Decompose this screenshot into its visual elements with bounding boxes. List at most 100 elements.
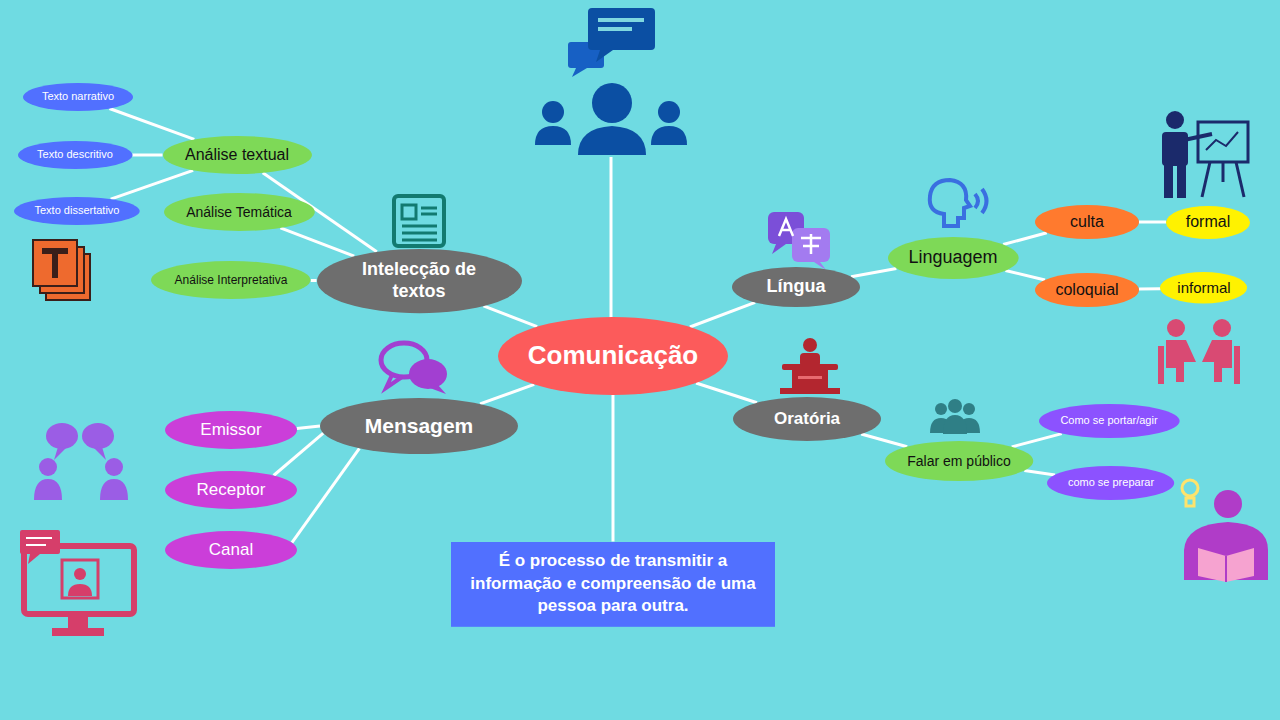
connector-line: [1003, 233, 1047, 245]
reader-icon: [1184, 490, 1268, 582]
monitor-icon-part: [28, 554, 40, 564]
node-label: coloquial: [1055, 280, 1118, 299]
lightbulb-icon-part: [1182, 480, 1198, 496]
icon-leader: [610, 157, 613, 320]
ellipse-fill: [18, 141, 132, 169]
connector-line: [132, 154, 162, 157]
subtopic-ellipse: Análise Interpretativa: [151, 261, 311, 299]
podium-icon-part: [798, 376, 822, 379]
monitor-icon-part: [20, 530, 60, 554]
conversation-seated-icon-part: [1202, 340, 1232, 382]
audience-icon-part: [935, 403, 947, 415]
conversation-seated-icon-part: [1167, 319, 1185, 337]
connector-line: [851, 268, 896, 276]
conversation-seated-icon-part: [1166, 340, 1196, 382]
translate-icon: [768, 212, 830, 270]
presenter-icon-part: [1184, 134, 1212, 140]
ellipse-fill: [165, 471, 297, 509]
communication-icon-part: [651, 126, 687, 145]
audience-icon: [930, 399, 980, 434]
monitor-icon-part: [24, 546, 134, 614]
audience-icon-part: [943, 415, 967, 434]
communication-icon-part: [572, 68, 587, 77]
leaf-ellipse: Texto descritivo: [18, 141, 132, 169]
leaf-ellipse: Canal: [165, 531, 297, 569]
monitor-icon-part: [52, 628, 104, 636]
presenter-icon-part: [1162, 132, 1188, 166]
communication-icon-part: [578, 126, 646, 155]
message-bubbles-icon-part: [386, 375, 402, 388]
connector-line: [861, 434, 907, 447]
branch-topic: Língua: [732, 267, 860, 307]
document-icon-part: [402, 205, 416, 219]
translate-icon-part: [772, 244, 786, 254]
connector-line: [1012, 434, 1062, 447]
dialogue-icon-part: [105, 458, 123, 476]
node-label: Receptor: [197, 480, 266, 500]
translate-icon-part: [792, 228, 830, 262]
presenter-icon-part: [1166, 111, 1184, 129]
audience-icon-part: [948, 399, 962, 413]
ellipse-fill: [164, 193, 315, 231]
communication-icon-part: [592, 83, 632, 123]
node-label: É o processo de transmitir a informação …: [463, 550, 763, 619]
ellipse-fill: [498, 317, 728, 395]
connector-line: [690, 302, 755, 327]
dialogue-icon-part: [94, 447, 106, 460]
branch-topic: Mensagem: [320, 398, 518, 454]
ellipse-fill: [1035, 273, 1139, 307]
reader-icon-part: [1198, 548, 1254, 582]
document-icon-part: [402, 225, 437, 228]
node-label: Canal: [209, 540, 253, 560]
communication-icon: [535, 8, 687, 155]
podium-icon-part: [792, 370, 828, 388]
monitor-icon-part: [74, 568, 86, 580]
ellipse-fill: [1035, 205, 1139, 239]
dialogue-icon-part: [34, 479, 62, 500]
communication-icon-part: [588, 8, 655, 50]
box-fill: [451, 542, 775, 627]
node-label: culta: [1070, 212, 1104, 231]
communication-icon-part: [596, 50, 613, 62]
connector-line: [1139, 287, 1161, 290]
lightbulb-icon: [1182, 480, 1198, 506]
podium-icon-part: [803, 338, 817, 352]
dialogue-icon-part: [54, 447, 66, 460]
presenter-icon-part: [1236, 162, 1244, 197]
connector-line: [280, 228, 354, 256]
speaking-head-icon-part: [975, 194, 978, 208]
audience-icon-part: [963, 403, 975, 415]
ellipse-fill: [733, 397, 881, 441]
podium-icon-part: [782, 364, 838, 370]
register-ellipse: coloquial: [1035, 273, 1139, 307]
leaf-ellipse: Receptor: [165, 471, 297, 509]
monitor-icon-part: [26, 537, 52, 539]
node-label: Linguagem: [908, 247, 997, 269]
communication-icon-part: [598, 18, 644, 22]
definition-box: É o processo de transmitir a informação …: [451, 542, 775, 627]
message-bubbles-icon-part: [409, 359, 447, 389]
monitor-icon-part: [68, 614, 88, 628]
node-label: Falar em público: [907, 453, 1011, 470]
connector-line: [111, 170, 193, 199]
text-stack-icon: [33, 240, 90, 300]
presenter-icon-part: [1222, 162, 1225, 182]
connector-line: [311, 279, 317, 282]
translate-icon-part: [801, 234, 821, 254]
text-stack-icon-part: [52, 248, 58, 278]
ellipse-fill: [888, 237, 1019, 279]
ellipse-fill: [320, 398, 518, 454]
node-label: Língua: [767, 276, 826, 298]
subtopic-ellipse: Análise Temática: [164, 193, 315, 231]
node-label: Comunicação: [528, 340, 699, 371]
ellipse-fill: [165, 531, 297, 569]
connector-line: [611, 395, 614, 542]
connector-line: [696, 383, 757, 403]
document-icon-part: [402, 232, 437, 235]
monitor-icon: [20, 530, 134, 636]
leaf-ellipse: Emissor: [165, 411, 297, 449]
leaf-ellipse: Texto dissertativo: [14, 197, 140, 225]
text-stack-icon-part: [33, 240, 77, 286]
monitor-icon-part: [62, 560, 98, 598]
